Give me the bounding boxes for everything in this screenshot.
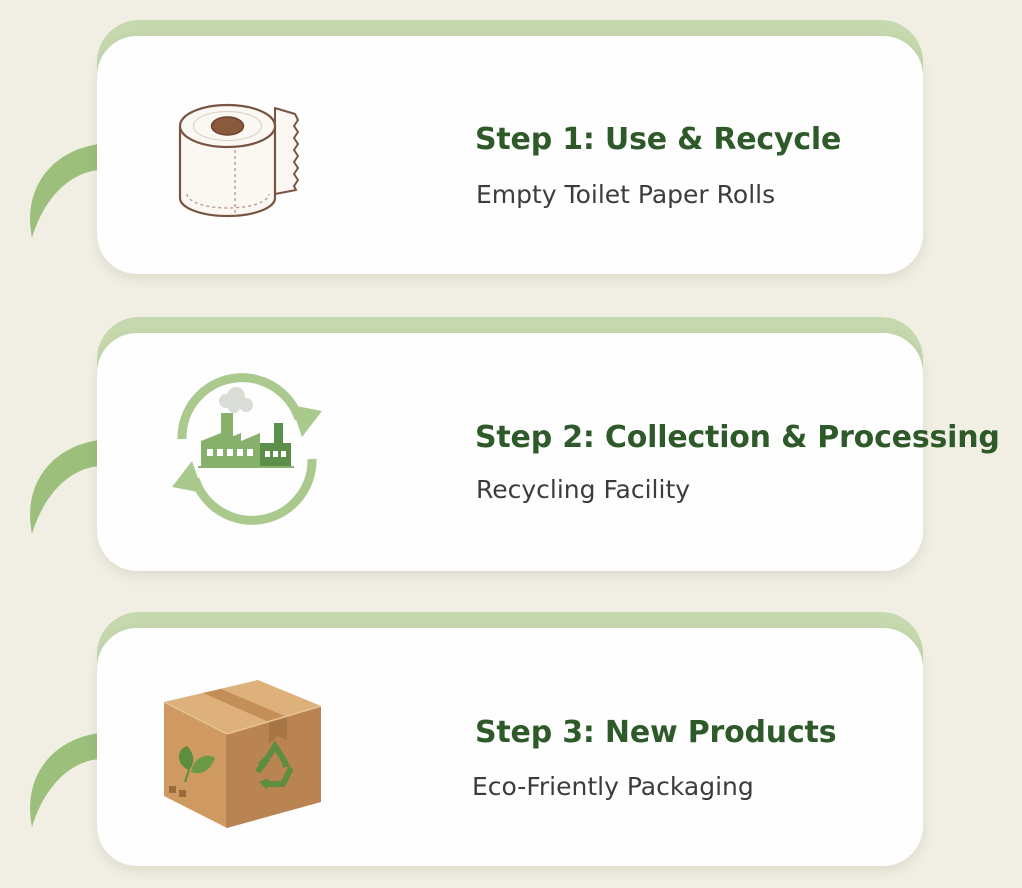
step-2-title: Step 2: Collection & Processing [475, 420, 1000, 455]
step-2-card: Step 2: Collection & Processing Recyclin… [97, 333, 1000, 571]
step-2: Step 2: Collection & Processing Recyclin… [0, 317, 1022, 577]
step-1-title: Step 1: Use & Recycle [475, 122, 842, 157]
step-3-subtitle: Eco-Friently Packaging [472, 772, 754, 801]
step-1: Step 1: Use & Recycle Empty Toilet Paper… [0, 20, 1022, 280]
step-2-subtitle: Recycling Facility [476, 475, 691, 504]
toilet-paper-roll-icon [178, 103, 299, 218]
step-3: Step 3: New Products Eco-Friently Packag… [0, 612, 1022, 872]
eco-cardboard-box-icon [163, 680, 322, 828]
recycling-factory-icon [172, 373, 322, 525]
step-3-title: Step 3: New Products [475, 715, 837, 750]
step-1-card: Step 1: Use & Recycle Empty Toilet Paper… [97, 36, 923, 274]
step-1-subtitle: Empty Toilet Paper Rolls [476, 180, 776, 209]
step-3-card: Step 3: New Products Eco-Friently Packag… [97, 628, 923, 866]
